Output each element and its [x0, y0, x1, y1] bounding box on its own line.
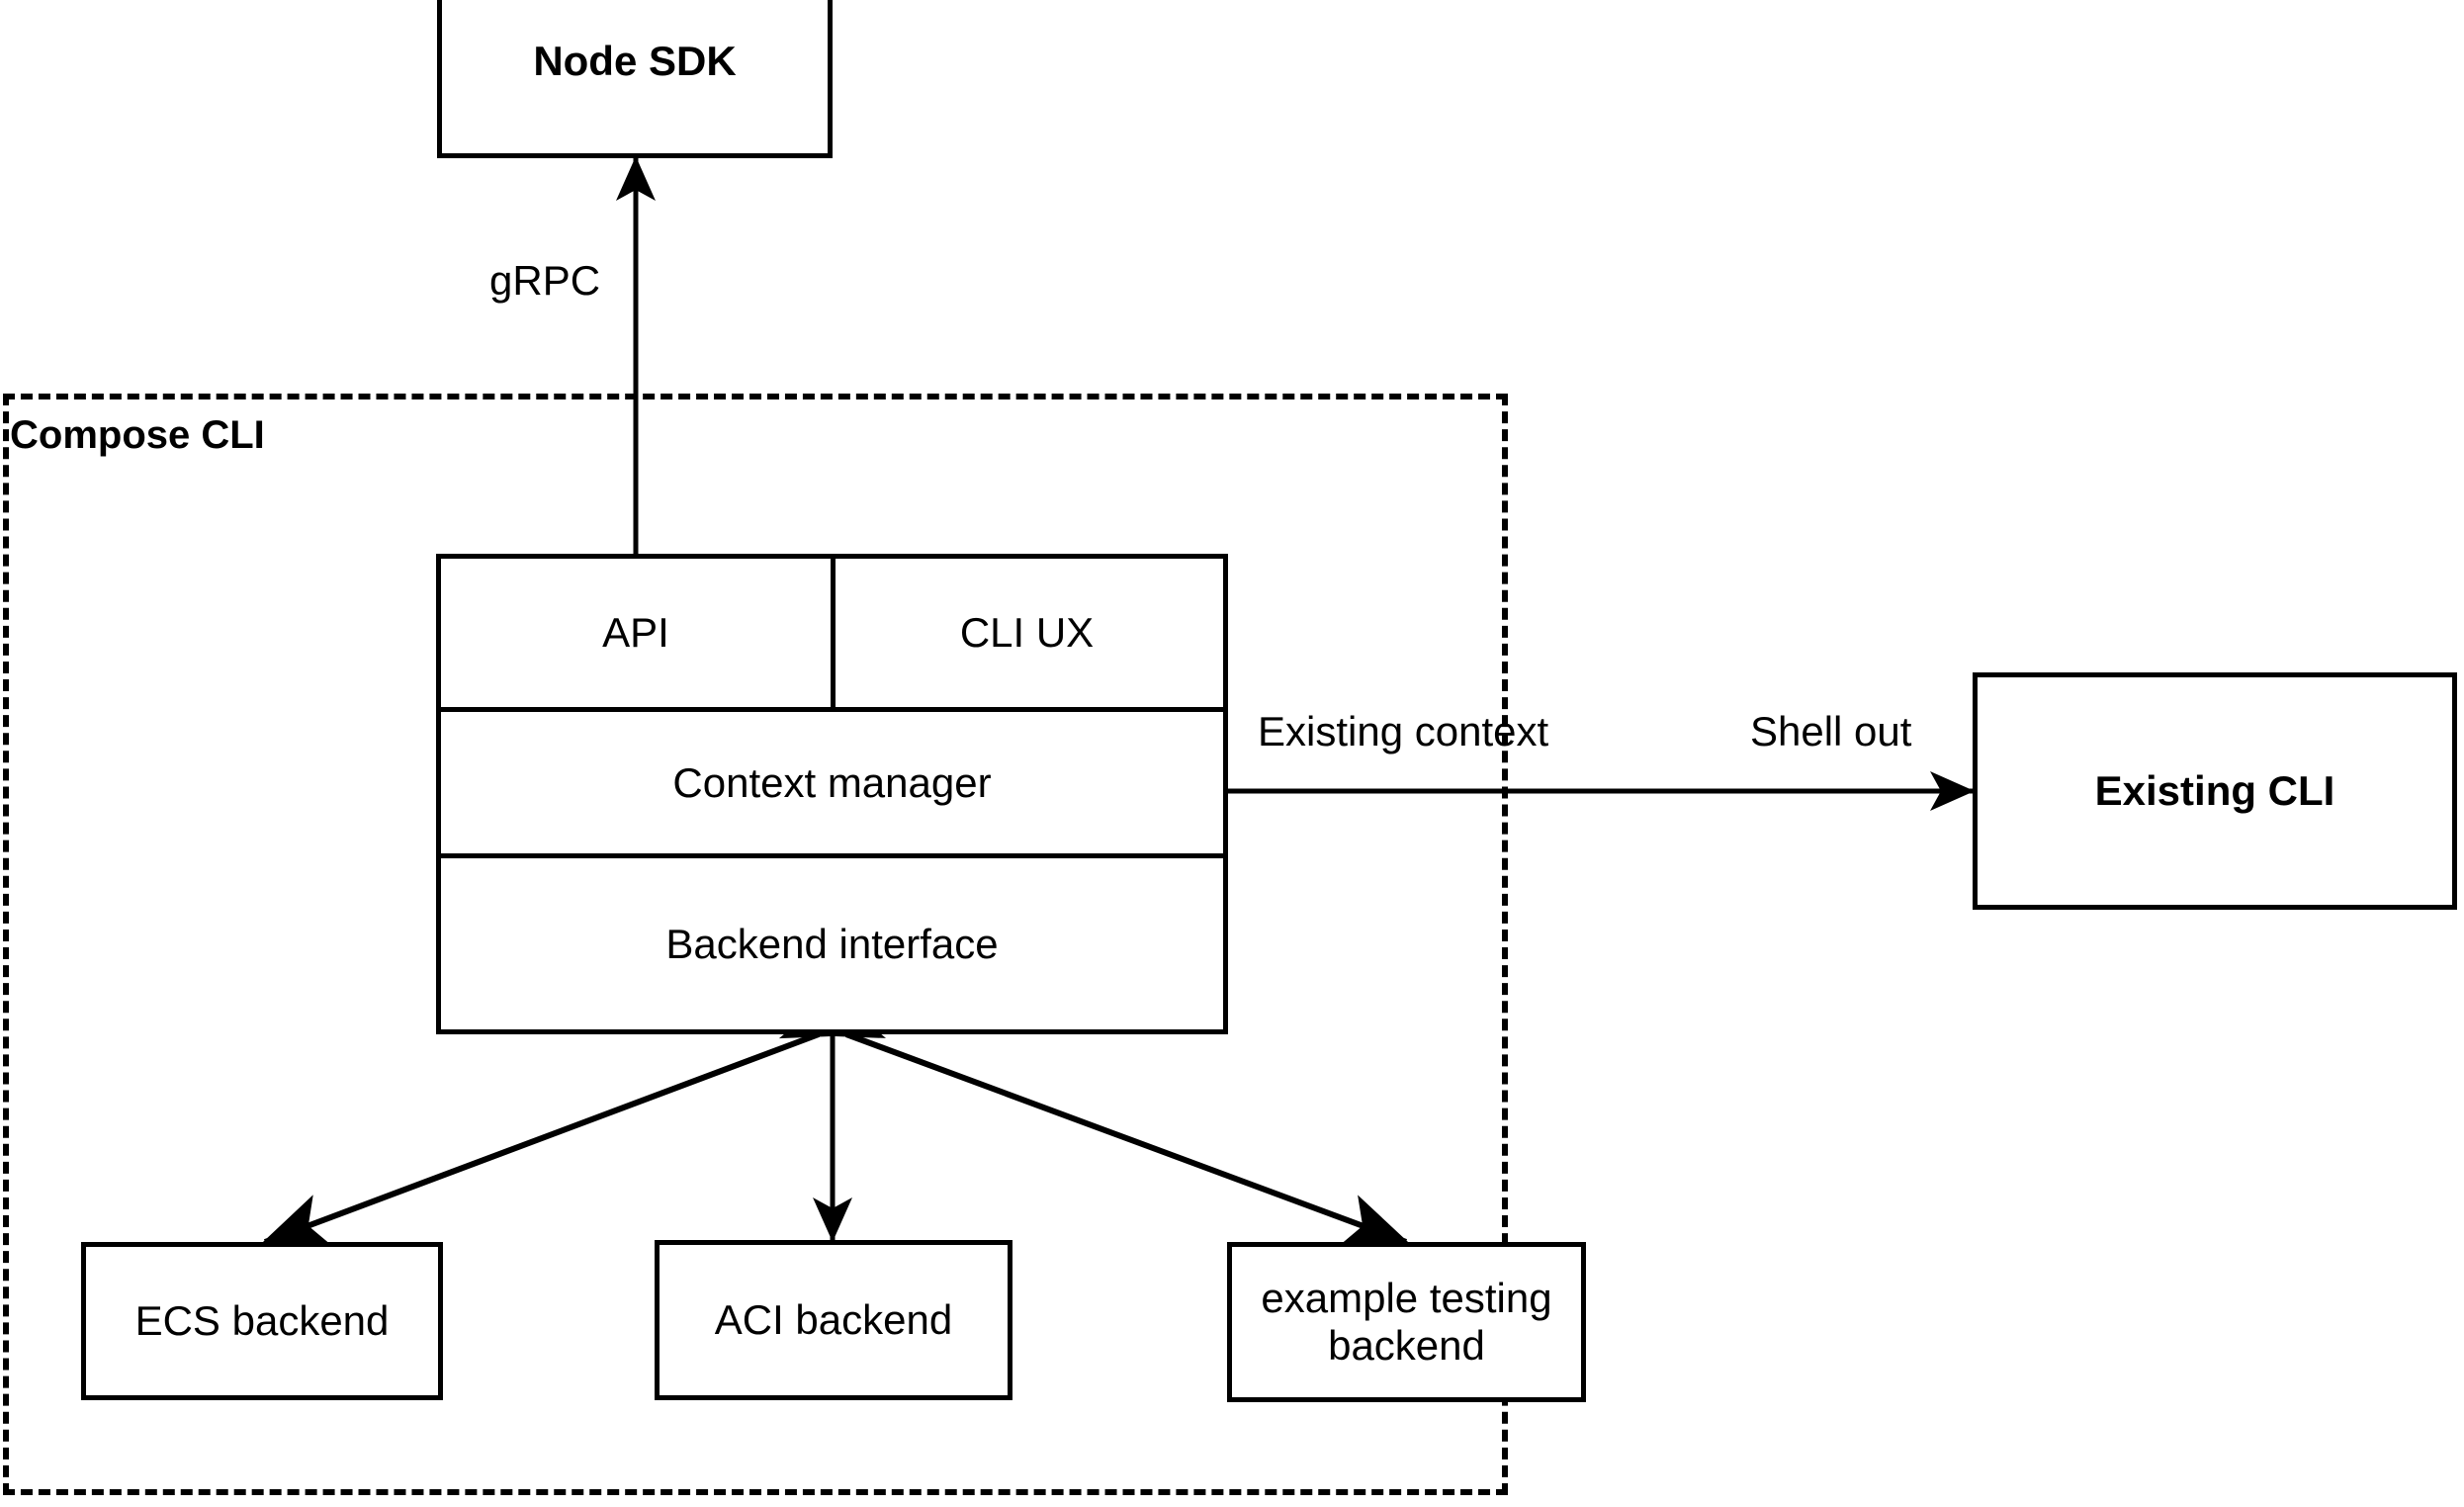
node-cli-ux-label: CLI UX: [959, 609, 1095, 656]
node-aci-backend[interactable]: ACI backend: [655, 1240, 1012, 1400]
node-context-manager-label: Context manager: [672, 758, 992, 806]
edge-label-grpc: gRPC: [489, 257, 601, 304]
node-example-testing-backend-label: example testing backend: [1261, 1274, 1552, 1369]
stack-row-api: API CLI UX: [441, 559, 1223, 707]
edge-label-shell-out: Shell out: [1750, 708, 1912, 754]
node-cli-ux[interactable]: CLI UX: [831, 559, 1223, 707]
group-compose-cli: [3, 394, 1508, 1495]
node-context-manager[interactable]: Context manager: [441, 712, 1223, 853]
edge-label-existing-context: Existing context: [1258, 708, 1549, 754]
node-example-testing-backend[interactable]: example testing backend: [1227, 1242, 1586, 1402]
node-existing-cli-label: Existing CLI: [2094, 766, 2335, 814]
group-compose-cli-label: Compose CLI: [10, 413, 265, 457]
node-aci-backend-label: ACI backend: [714, 1295, 953, 1343]
stack-divider-row1: [441, 707, 1223, 712]
stack-divider-api-cliux: [831, 559, 836, 707]
node-existing-cli[interactable]: Existing CLI: [1973, 672, 2457, 910]
node-backend-interface-label: Backend interface: [665, 920, 999, 967]
stack-divider-row2: [441, 853, 1223, 858]
stack-row-backend-interface: Backend interface: [441, 858, 1223, 1029]
node-ecs-backend[interactable]: ECS backend: [81, 1242, 443, 1400]
node-backend-interface[interactable]: Backend interface: [441, 858, 1223, 1029]
node-node-sdk-label: Node SDK: [533, 37, 737, 84]
node-node-sdk[interactable]: Node SDK: [437, 0, 833, 158]
node-api[interactable]: API: [441, 559, 831, 707]
node-api-label: API: [602, 609, 669, 656]
compose-cli-stack: API CLI UX Context manager Backend inter…: [436, 554, 1228, 1034]
stack-row-context-manager: Context manager: [441, 712, 1223, 853]
node-ecs-backend-label: ECS backend: [134, 1296, 390, 1344]
